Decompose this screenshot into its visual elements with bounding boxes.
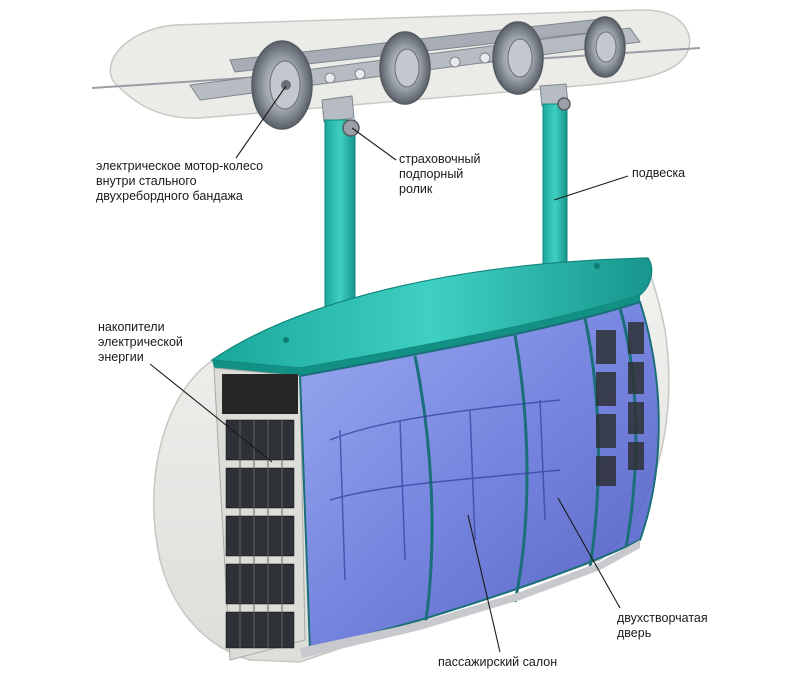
- passenger-cabin-glass: [298, 300, 660, 658]
- label-energy-storage: накопители электрической энергии: [98, 320, 183, 365]
- suspension-rear: [539, 83, 571, 280]
- label-motor-wheel: электрическое мотор-колесо внутри стальн…: [96, 159, 263, 204]
- label-line: электрической: [98, 335, 183, 349]
- leader-lines: [149, 85, 629, 653]
- label-line: подпорный: [399, 167, 464, 181]
- label-line: двухребордного бандажа: [96, 189, 243, 203]
- label-line: внутри стального: [96, 174, 197, 188]
- label-line: ролик: [399, 182, 433, 196]
- label-safety-roller: страховочный подпорный ролик: [399, 152, 481, 197]
- label-line: двухстворчатая: [617, 611, 708, 625]
- label-line: электрическое мотор-колесо: [96, 159, 264, 173]
- motor-wheel-rear: [492, 21, 544, 95]
- battery-compartment: [213, 367, 306, 661]
- motor-wheel-front-2: [379, 31, 431, 105]
- label-line: подвеска: [632, 166, 686, 180]
- cabin-roof: [210, 257, 653, 376]
- label-suspension: подвеска: [632, 166, 685, 181]
- label-line: энергии: [98, 350, 144, 364]
- label-line: дверь: [617, 626, 652, 640]
- motor-wheel-front: [251, 40, 313, 130]
- label-double-door: двухстворчатая дверь: [617, 611, 708, 641]
- label-line: накопители: [98, 320, 165, 334]
- motor-wheel-rear-2: [584, 16, 626, 78]
- label-line: страховочный: [399, 152, 481, 166]
- label-passenger-cabin: пассажирский салон: [438, 655, 557, 670]
- label-line: пассажирский салон: [438, 655, 558, 669]
